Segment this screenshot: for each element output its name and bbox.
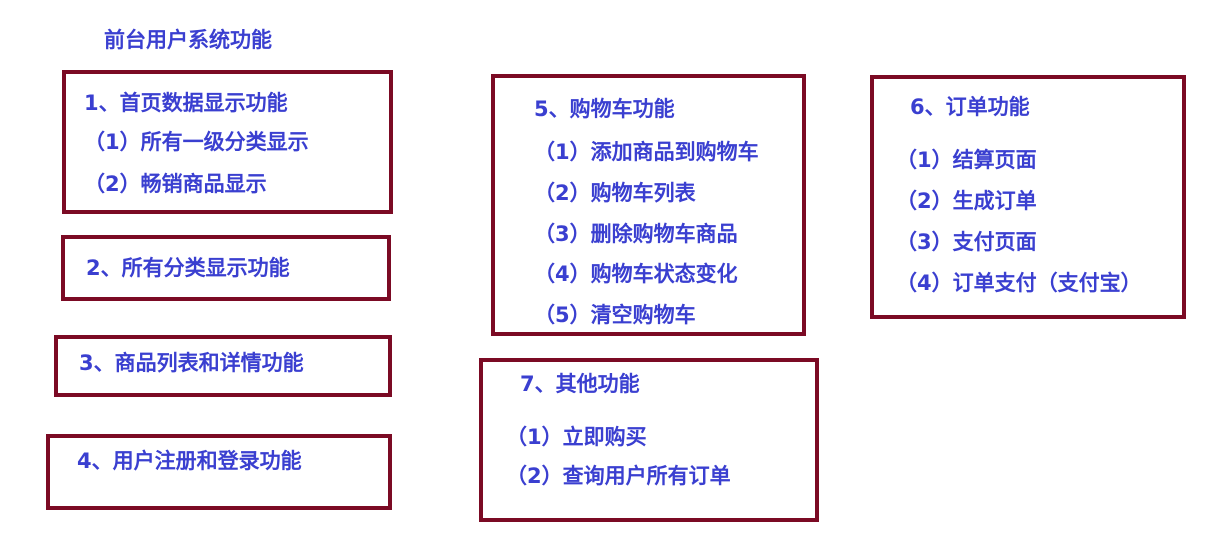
- module-item: （2）购物车列表: [534, 181, 696, 205]
- module-box-homepage: [62, 70, 393, 214]
- module-box-user-auth: [46, 434, 392, 510]
- module-heading: 6、订单功能: [910, 95, 1030, 119]
- module-item: （5）清空购物车: [534, 303, 696, 327]
- module-heading: 4、用户注册和登录功能: [77, 449, 302, 473]
- module-item: （2）生成订单: [896, 189, 1037, 213]
- module-box-categories: [61, 235, 391, 301]
- module-item: （2）畅销商品显示: [84, 172, 267, 196]
- module-item: （2）查询用户所有订单: [506, 464, 731, 488]
- module-heading: 7、其他功能: [520, 372, 640, 396]
- module-box-cart: [491, 74, 806, 336]
- module-item: （1）立即购买: [506, 425, 647, 449]
- module-heading: 3、商品列表和详情功能: [79, 351, 304, 375]
- module-item: （1）所有一级分类显示: [84, 130, 309, 154]
- module-item: （3）支付页面: [896, 230, 1037, 254]
- module-heading: 2、所有分类显示功能: [86, 256, 290, 280]
- module-box-product-list: [54, 335, 392, 397]
- module-item: （3）删除购物车商品: [534, 222, 738, 246]
- page-title: 前台用户系统功能: [104, 28, 272, 52]
- module-item: （1）结算页面: [896, 148, 1037, 172]
- module-item: （4）订单支付（支付宝）: [896, 271, 1142, 295]
- module-item: （1）添加商品到购物车: [534, 140, 759, 164]
- module-item: （4）购物车状态变化: [534, 262, 738, 286]
- module-heading: 5、购物车功能: [534, 97, 675, 121]
- module-heading: 1、首页数据显示功能: [84, 91, 288, 115]
- module-box-order: [870, 75, 1186, 319]
- module-box-other: [479, 358, 819, 522]
